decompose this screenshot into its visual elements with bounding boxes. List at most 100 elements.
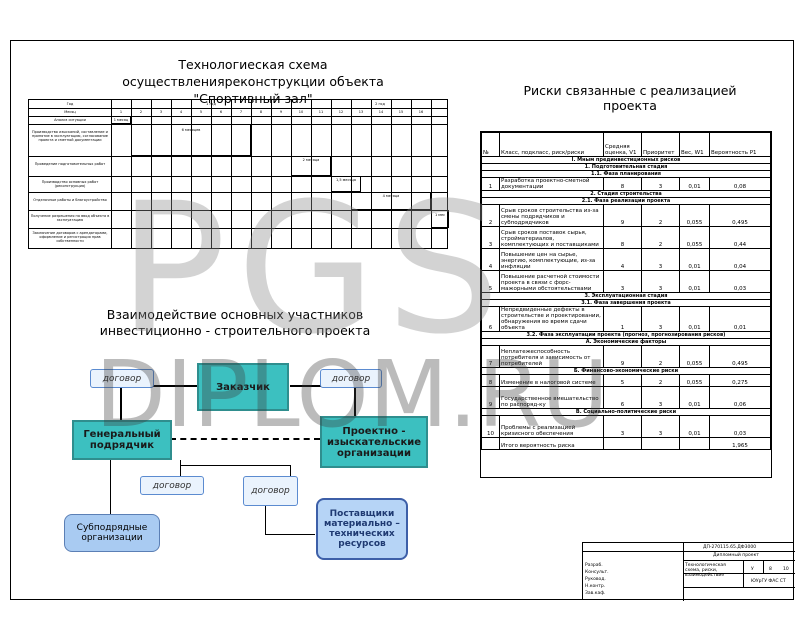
risk-cell-name: Повышение цен на сырье, энергию, комплек… — [499, 248, 604, 271]
risk-cell-w: 0,055 — [679, 345, 710, 368]
connector-line — [265, 506, 266, 534]
risk-cell-v: 1 — [603, 306, 642, 332]
risk-section-label: 3.2. Фаза эксплуатации проекта (прогноз,… — [481, 331, 771, 339]
interaction-title: Взаимодействие основных участников инвес… — [99, 307, 371, 338]
risk-cell-p: 3 — [641, 270, 680, 293]
risk-cell-p: 3 — [641, 248, 680, 271]
risk-cell-r: 0,03 — [709, 415, 771, 438]
risk-cell-p: 3 — [641, 177, 680, 191]
gantt-month: 4 — [179, 110, 183, 114]
risk-cell-n: 7 — [481, 345, 500, 368]
gantt-month: 2 — [139, 110, 143, 114]
design-org-box: Проектно - изыскательские организации — [320, 416, 428, 468]
role-label: Разраб. — [585, 563, 603, 568]
risk-cell-w: 0,055 — [679, 374, 710, 387]
gantt-month: 6 — [219, 110, 223, 114]
gantt-duration: 1,5 месяца — [335, 178, 357, 182]
risk-cell-p: 3 — [641, 386, 680, 409]
risk-section-row: 3.1. Фаза завершения проекта — [481, 299, 771, 307]
connector-line — [120, 386, 122, 424]
risk-cell-p: 2 — [641, 345, 680, 368]
risk-header-row: № Класс, подкласс, риск/риски Средняя оц… — [481, 132, 771, 157]
connector-line — [110, 460, 111, 518]
gantt-month: 5 — [199, 110, 203, 114]
risk-col-header: № — [481, 132, 500, 157]
role-label: Зав.каф. — [585, 591, 606, 596]
risk-section-label: Б. Финансово-экономические риски — [481, 367, 771, 375]
risk-cell-name: Проблемы с реализацией кризисного обеспе… — [499, 415, 604, 438]
risk-section-row: В. Социально-политические риски — [481, 408, 771, 416]
risk-cell-r: 0,495 — [709, 204, 771, 227]
connector-line — [120, 385, 210, 387]
risk-section-row: 1. Подготовительная стадия — [481, 163, 771, 171]
risk-cell-v: 4 — [603, 248, 642, 271]
drawing-frame — [10, 40, 794, 600]
customer-box: Заказчик — [197, 363, 289, 411]
gantt-bar — [131, 124, 251, 156]
sheet-number: 8 — [769, 567, 772, 572]
risk-col-header: Приоритет — [641, 132, 680, 157]
risk-cell-name: Разработка проектно-сметной документации — [499, 177, 604, 191]
risk-cell-n: 1 — [481, 177, 500, 191]
risk-cell-p — [641, 437, 680, 450]
gantt-bar — [431, 210, 449, 228]
connector-line — [180, 460, 181, 476]
gantt-duration: 1 месяц — [113, 118, 129, 122]
risk-cell-n: 9 — [481, 386, 500, 409]
gantt-task: Получение разрешения на ввод объекта в э… — [30, 214, 110, 222]
risk-section-label: 1.1. Фаза планирования — [481, 170, 771, 178]
sheet-title: Технологическая схема, риски, взаимодейс… — [685, 563, 726, 578]
gantt-bar — [291, 156, 331, 176]
risk-cell-p: 2 — [641, 204, 680, 227]
risk-cell-name: Изменение в налоговой системе — [499, 374, 604, 387]
contract-label: договор — [243, 476, 298, 506]
risk-cell-w: 0,01 — [679, 177, 710, 191]
risk-cell-p: 2 — [641, 374, 680, 387]
risk-cell-r: 0,03 — [709, 270, 771, 293]
risk-cell-n: 6 — [481, 306, 500, 332]
gantt-month: 13 — [358, 110, 364, 114]
risk-cell-w — [679, 437, 710, 450]
subcontractors-box: Субподрядные организации — [64, 514, 160, 552]
risk-section-label: I. Мным прединвестиционных рисков — [481, 156, 771, 164]
project-title: Дипломный проект — [713, 553, 759, 558]
general-contractor-box: Генеральный подрядчик — [72, 420, 172, 460]
risk-section-row: 3. Эксплуатационная стадия — [481, 292, 771, 300]
risk-cell-n: 8 — [481, 374, 500, 387]
risk-cell-r: 0,44 — [709, 226, 771, 249]
gantt-duration: 2 месяца — [302, 158, 320, 162]
gantt-task: Проведение подготовительных работ — [34, 162, 106, 166]
risk-section-row: 1.1. Фаза планирования — [481, 170, 771, 178]
gantt-month: 1 — [119, 110, 123, 114]
contract-label: договор — [320, 369, 382, 388]
dashed-connector — [170, 438, 320, 440]
risk-section-label: 2. Стадия строительства — [481, 190, 771, 198]
gantt-task: Производство основных работ (реконструкц… — [41, 180, 99, 188]
risk-cell-name: Государственное вмешательство по распоря… — [499, 386, 604, 409]
risk-section-row: I. Мным прединвестиционных рисков — [481, 156, 771, 164]
risk-cell-v: 8 — [603, 177, 642, 191]
risk-cell-v — [603, 437, 642, 450]
gantt-month: 7 — [239, 110, 243, 114]
gantt-bar — [331, 176, 361, 192]
risk-cell-r: 0,495 — [709, 345, 771, 368]
risk-section-row: А. Экономические факторы — [481, 338, 771, 346]
risk-section-label: 3.1. Фаза завершения проекта — [481, 299, 771, 307]
gantt-year1: 1 год — [206, 102, 216, 106]
risk-cell-w: 0,01 — [679, 386, 710, 409]
gantt-task: Заключение договоров с арендаторами, офо… — [32, 231, 108, 243]
risk-cell-r: 0,06 — [709, 386, 771, 409]
risk-section-row: 2.1. Фаза реализации проекта — [481, 197, 771, 205]
tech-scheme-title: Технологиеская схема осуществленияреконс… — [122, 57, 384, 106]
risk-table: № Класс, подкласс, риск/риски Средняя оц… — [480, 131, 772, 478]
suppliers-box: Поставщики материально – технических рес… — [316, 498, 408, 560]
risk-cell-n: 4 — [481, 248, 500, 271]
risk-cell-w: 0,055 — [679, 226, 710, 249]
risk-cell-n: 3 — [481, 226, 500, 249]
